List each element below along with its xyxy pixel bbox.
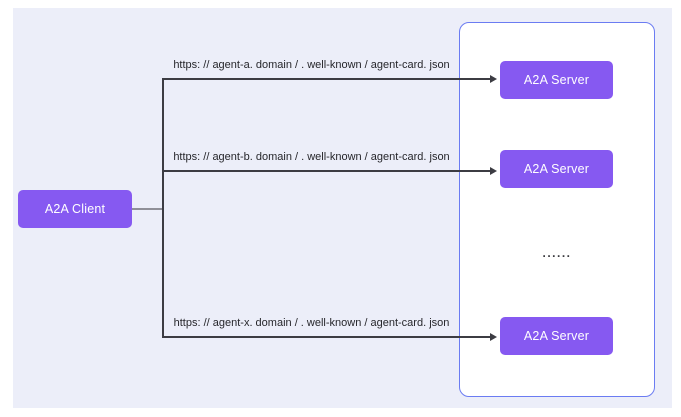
connection-url-label-x: https: // agent-x. domain / . well-known… xyxy=(173,317,450,329)
arrowhead-icon xyxy=(490,333,497,341)
server-node-label: A2A Server xyxy=(523,329,590,343)
client-connector-line xyxy=(132,208,163,210)
server-node-x: A2A Server xyxy=(500,317,613,355)
server-node-label: A2A Server xyxy=(523,73,590,87)
branch-line xyxy=(162,78,164,338)
connection-url-label-a: https: // agent-a. domain / . well-known… xyxy=(173,59,450,71)
arrowhead-icon xyxy=(490,167,497,175)
connection-line-x xyxy=(162,336,491,338)
connection-url-label-b: https: // agent-b. domain / . well-known… xyxy=(173,151,450,163)
client-node-label: A2A Client xyxy=(44,202,106,216)
connection-line-a xyxy=(162,78,491,80)
connection-line-b xyxy=(162,170,491,172)
server-node-b: A2A Server xyxy=(500,150,613,188)
server-node-label: A2A Server xyxy=(523,162,590,176)
client-node: A2A Client xyxy=(18,190,132,228)
ellipsis-text: ...... xyxy=(542,246,572,260)
server-node-a: A2A Server xyxy=(500,61,613,99)
arrowhead-icon xyxy=(490,75,497,83)
